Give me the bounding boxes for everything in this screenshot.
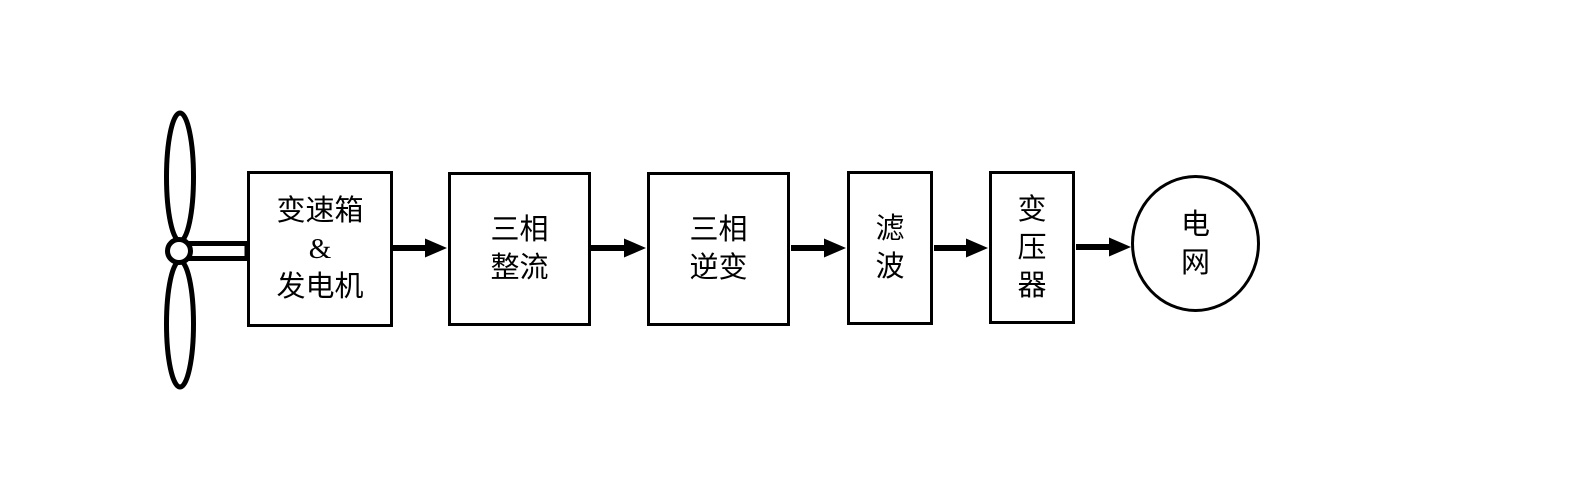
turbine-top-blade <box>164 110 196 244</box>
flow-arrows <box>393 237 1131 258</box>
node-gearbox-generator-label: 变速箱 & 发电机 <box>276 195 364 303</box>
node-power-grid-label: 电 网 <box>1180 208 1210 279</box>
arrow-inverter-to-filter <box>791 238 846 258</box>
node-transformer-label: 变 压 器 <box>1017 193 1047 302</box>
node-filter: 滤 波 <box>847 171 933 325</box>
wind-turbine-icon <box>164 110 250 390</box>
arrow-transformer-to-grid <box>1076 237 1131 257</box>
node-three-phase-inverter: 三相 逆变 <box>647 172 790 326</box>
turbine-bottom-blade <box>164 258 196 390</box>
node-gearbox-generator: 变速箱 & 发电机 <box>247 171 393 327</box>
node-filter-label: 滤 波 <box>875 213 905 283</box>
arrow-rectifier-to-inverter <box>591 238 646 258</box>
node-transformer: 变 压 器 <box>989 171 1075 324</box>
node-three-phase-rectifier: 三相 整流 <box>448 172 591 326</box>
node-three-phase-inverter-label: 三相 逆变 <box>689 214 748 284</box>
arrow-gearbox-to-rectifier <box>393 238 447 258</box>
turbine-shaft <box>185 241 250 261</box>
node-power-grid: 电 网 <box>1131 175 1260 312</box>
turbine-hub <box>165 237 193 265</box>
node-three-phase-rectifier-label: 三相 整流 <box>490 214 549 284</box>
arrow-filter-to-transformer <box>934 238 988 258</box>
